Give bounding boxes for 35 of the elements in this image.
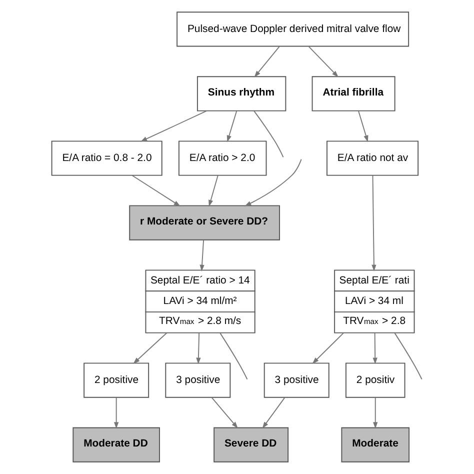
node-box: E/A ratio not av: [326, 140, 419, 176]
node-box: r Moderate or Severe DD?: [129, 205, 280, 240]
node-box: Pulsed-wave Doppler derived mitral valve flow: [176, 12, 410, 47]
node-box: 3 positive: [165, 362, 231, 398]
arrow: [196, 332, 201, 364]
node-box: Atrial fibrilla: [312, 76, 396, 112]
node-box: Sinus rhythm: [196, 76, 286, 112]
node-box: 2 positive: [84, 362, 150, 398]
arrow: [373, 397, 378, 429]
node-box: Moderate: [341, 427, 410, 462]
arrow: [226, 110, 238, 142]
arrow: [262, 397, 286, 428]
connector: [394, 332, 422, 380]
arrow: [208, 175, 218, 207]
node-box: Moderate DD: [72, 427, 160, 462]
arrow: [140, 110, 207, 142]
arrow: [372, 174, 376, 272]
arrow: [372, 332, 378, 364]
arrow: [312, 332, 344, 364]
arrow: [308, 46, 338, 78]
arrow: [244, 158, 302, 206]
arrow: [132, 175, 180, 206]
arrow: [211, 397, 238, 428]
node-box: E/A ratio > 2.0: [178, 140, 267, 176]
arrow: [358, 110, 368, 142]
node-box: Severe DD: [214, 427, 289, 462]
node-box: 2 positiv: [345, 362, 406, 398]
arrow: [200, 240, 204, 272]
node-box: E/A ratio = 0.8 - 2.0: [51, 140, 162, 176]
connector: [220, 332, 248, 380]
arrow: [133, 332, 168, 364]
node-box: 3 positive: [264, 362, 330, 398]
connector: [254, 110, 284, 158]
arrow: [254, 46, 280, 78]
arrow: [114, 397, 119, 429]
